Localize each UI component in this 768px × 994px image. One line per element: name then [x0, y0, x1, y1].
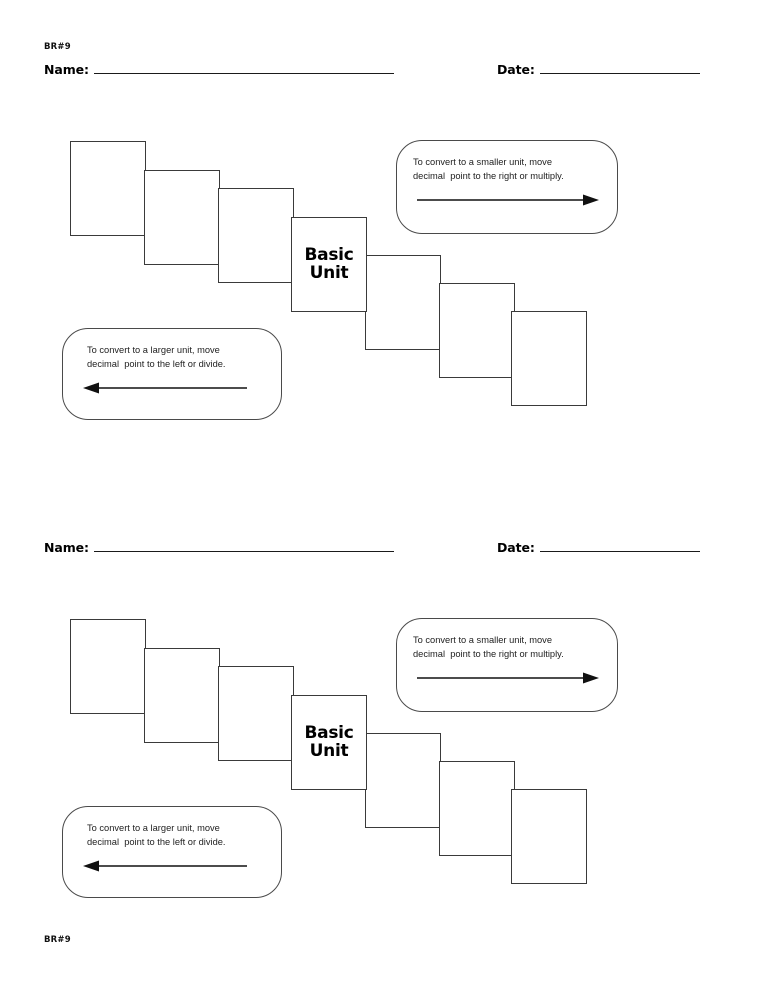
date-input-bottom[interactable] [539, 540, 700, 552]
step-box-basic-unit[interactable]: Basic Unit [291, 695, 367, 790]
step-box-7[interactable] [511, 789, 587, 884]
step-box-2[interactable] [144, 170, 220, 265]
callout-smaller-unit-text: To convert to a smaller unit, move decim… [413, 635, 564, 660]
name-field-bottom: Name: [44, 540, 394, 555]
step-box-3[interactable] [218, 666, 294, 761]
callout-larger-unit-text: To convert to a larger unit, move decima… [87, 823, 226, 848]
basic-unit-line-1: Basic [304, 244, 354, 265]
step-box-1[interactable] [70, 141, 146, 236]
step-box-1[interactable] [70, 619, 146, 714]
callout-larger-unit: To convert to a larger unit, move decima… [62, 328, 282, 420]
date-input-top[interactable] [539, 62, 700, 74]
worksheet-code-top: BR#9 [44, 42, 71, 52]
callout-smaller-unit: To convert to a smaller unit, move decim… [396, 618, 618, 712]
basic-unit-line-1: Basic [304, 722, 354, 743]
step-box-6[interactable] [439, 283, 515, 378]
callout-larger-unit: To convert to a larger unit, move decima… [62, 806, 282, 898]
arrow-left-icon [79, 381, 265, 395]
conversion-staircase-top: Basic Unit To convert to a smaller unit,… [0, 0, 660, 420]
worksheet-code-bottom: BR#9 [44, 935, 71, 945]
callout-smaller-unit-text: To convert to a smaller unit, move decim… [413, 157, 564, 182]
step-box-5[interactable] [365, 255, 441, 350]
callout-smaller-unit: To convert to a smaller unit, move decim… [396, 140, 618, 234]
name-input-bottom[interactable] [93, 540, 394, 552]
date-label-bottom: Date: [497, 540, 535, 555]
name-label-bottom: Name: [44, 540, 89, 555]
name-label-top: Name: [44, 62, 89, 77]
conversion-staircase-bottom: Basic Unit To convert to a smaller unit,… [0, 478, 660, 898]
date-label-top: Date: [497, 62, 535, 77]
arrow-left-icon [79, 859, 265, 873]
step-box-basic-unit[interactable]: Basic Unit [291, 217, 367, 312]
callout-larger-unit-text: To convert to a larger unit, move decima… [87, 345, 226, 370]
arrow-right-icon [413, 671, 601, 685]
basic-unit-line-2: Unit [309, 262, 349, 283]
step-box-2[interactable] [144, 648, 220, 743]
basic-unit-line-2: Unit [309, 740, 349, 761]
step-box-7[interactable] [511, 311, 587, 406]
name-field-top: Name: [44, 62, 394, 77]
step-box-3[interactable] [218, 188, 294, 283]
date-field-bottom: Date: [497, 540, 700, 555]
arrow-right-icon [413, 193, 601, 207]
step-box-6[interactable] [439, 761, 515, 856]
name-input-top[interactable] [93, 62, 394, 74]
date-field-top: Date: [497, 62, 700, 77]
step-box-5[interactable] [365, 733, 441, 828]
